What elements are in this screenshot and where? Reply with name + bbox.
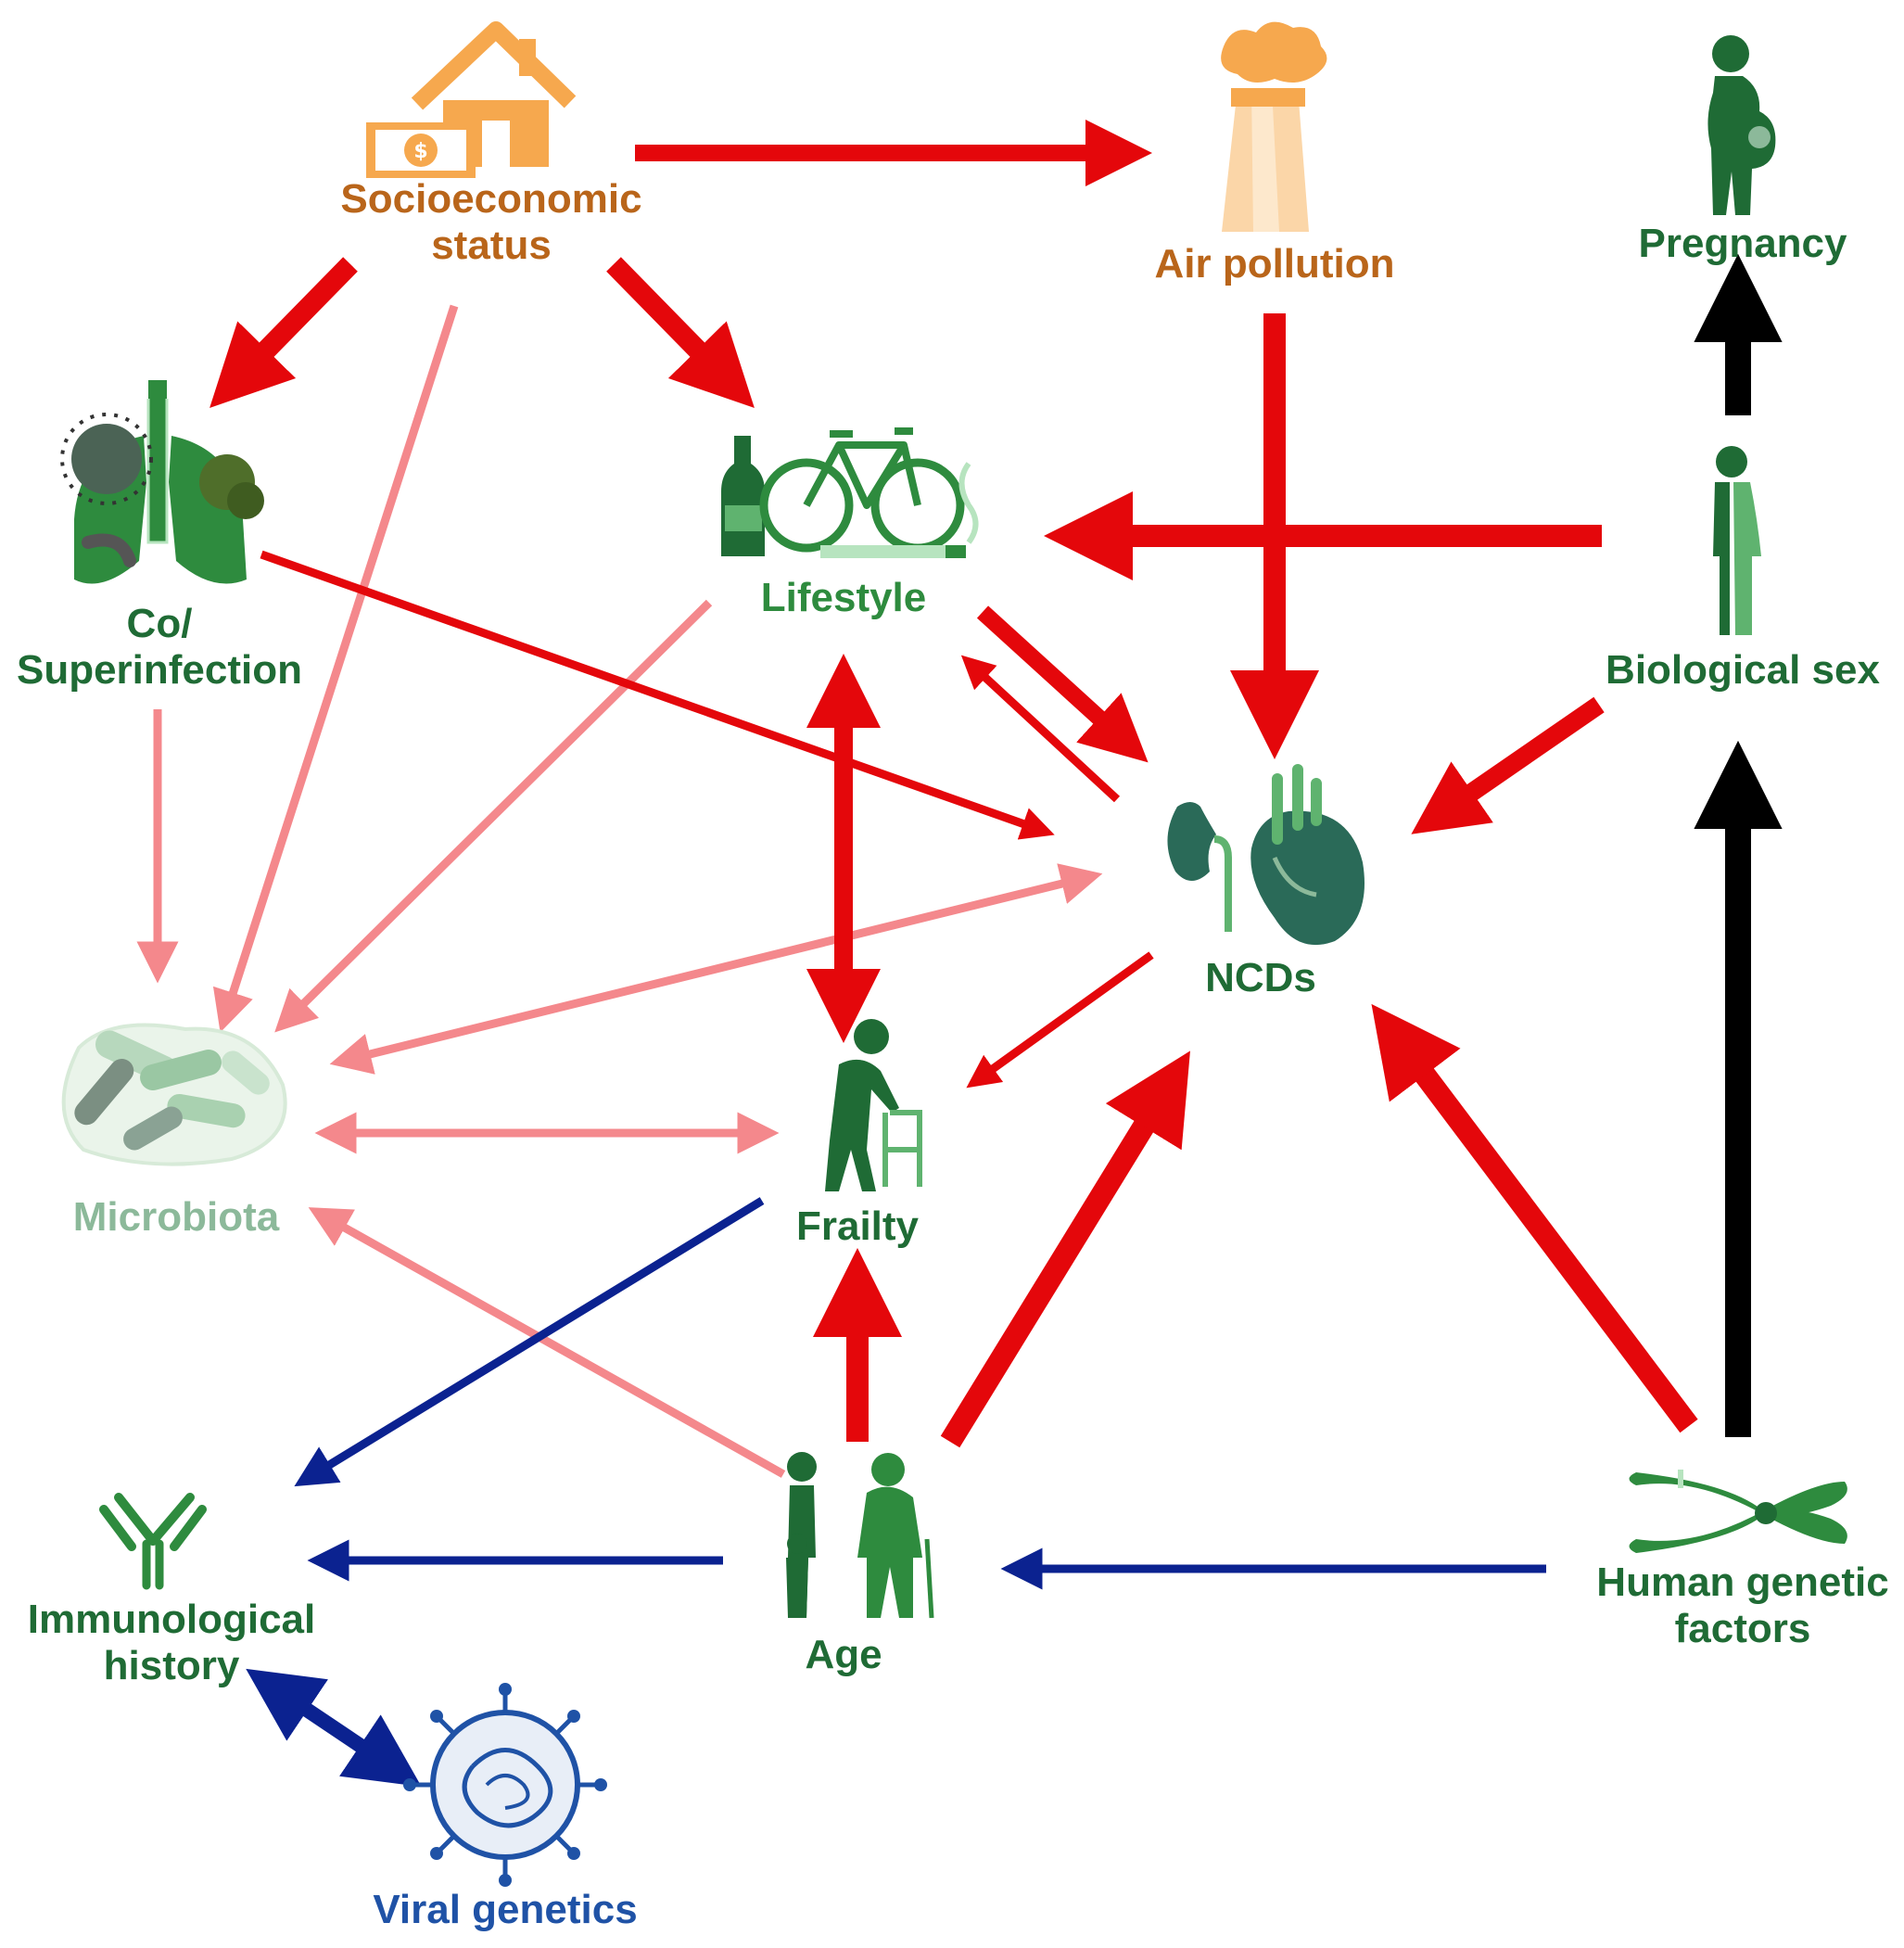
- man-woman-icon: [1713, 446, 1761, 635]
- label-human-genetic-factors: Human genetic factors: [1596, 1560, 1888, 1652]
- chromosome-icon: [1629, 1470, 1847, 1553]
- edge-ncds-to-frailty: [966, 951, 1154, 1089]
- label-age: Age: [805, 1632, 882, 1678]
- edge-sex-to-ncds: [1411, 696, 1605, 834]
- viral-genetics-text: Viral genetics: [373, 1887, 638, 1932]
- edge-frailty-to-immunological: [294, 1197, 765, 1487]
- socioeconomic-line2: status: [431, 223, 552, 268]
- bacteria-icon: [61, 1023, 287, 1166]
- factory-smoke-icon: [1221, 21, 1327, 232]
- edge-ncds-to-lifestyle: [960, 655, 1121, 803]
- edges: [136, 120, 1783, 1788]
- label-viral-genetics: Viral genetics: [373, 1887, 637, 1933]
- edge-age-to-microbiota: [308, 1207, 786, 1478]
- label-frailty: Frailty: [796, 1203, 919, 1250]
- edge-genetic-to-ncds: [1371, 1003, 1698, 1433]
- genetic-line1: Human genetic: [1596, 1560, 1889, 1605]
- label-biological-sex: Biological sex: [1606, 647, 1880, 694]
- microbiota-text: Microbiota: [72, 1194, 280, 1240]
- immunological-line2: history: [103, 1643, 240, 1688]
- bicycle-bottle-cigarette-icon: [721, 427, 979, 558]
- pregnancy-text: Pregnancy: [1638, 221, 1847, 266]
- frailty-text: Frailty: [795, 1203, 920, 1249]
- edge-coinfection-to-ncds: [260, 550, 1055, 840]
- person-walker-icon: [825, 1019, 922, 1191]
- label-microbiota: Microbiota: [73, 1194, 279, 1241]
- label-pregnancy: Pregnancy: [1639, 221, 1847, 267]
- label-socioeconomic-status: Socioeconomic status: [340, 176, 641, 269]
- genetic-line2: factors: [1674, 1606, 1811, 1651]
- socioeconomic-line1: Socioeconomic: [340, 176, 642, 222]
- label-coinfection: Co/ Superinfection: [17, 601, 302, 694]
- air-pollution-text: Air pollution: [1154, 241, 1395, 286]
- coinfection-line2: Superinfection: [16, 647, 303, 693]
- biological-sex-text: Biological sex: [1606, 647, 1880, 693]
- immunological-line1: Immunological: [27, 1597, 316, 1642]
- edge-socioeconomic-to-lifestyle: [606, 257, 755, 408]
- lifestyle-text: Lifestyle: [760, 575, 927, 620]
- antibody-icon: [99, 1493, 207, 1590]
- ncds-text: NCDs: [1205, 955, 1316, 1000]
- edge-lifestyle-to-microbiota: [274, 599, 713, 1033]
- kidney-heart-icon: [1167, 764, 1365, 946]
- house-money-icon: $: [366, 21, 577, 178]
- label-immunological-history: Immunological history: [28, 1597, 315, 1689]
- edge-lifestyle-to-ncds: [976, 605, 1149, 763]
- age-text: Age: [805, 1632, 882, 1677]
- edge-socioeconomic-to-microbiota: [212, 304, 459, 1033]
- edge-age-to-ncds: [940, 1050, 1190, 1448]
- label-lifestyle: Lifestyle: [761, 575, 927, 621]
- pregnant-woman-icon: [1707, 35, 1776, 215]
- label-ncds: NCDs: [1205, 955, 1316, 1001]
- virus-icon: [403, 1683, 607, 1887]
- edge-microbiota-ncds: [329, 863, 1103, 1075]
- coinfection-line1: Co/: [126, 601, 193, 646]
- lungs-virus-icon: [60, 380, 264, 584]
- edge-immunological-viral: [246, 1668, 422, 1788]
- family-generations-icon: [786, 1452, 934, 1619]
- label-air-pollution: Air pollution: [1154, 241, 1394, 287]
- svg-text:$: $: [413, 140, 427, 163]
- edge-socioeconomic-to-coinfection: [209, 257, 358, 408]
